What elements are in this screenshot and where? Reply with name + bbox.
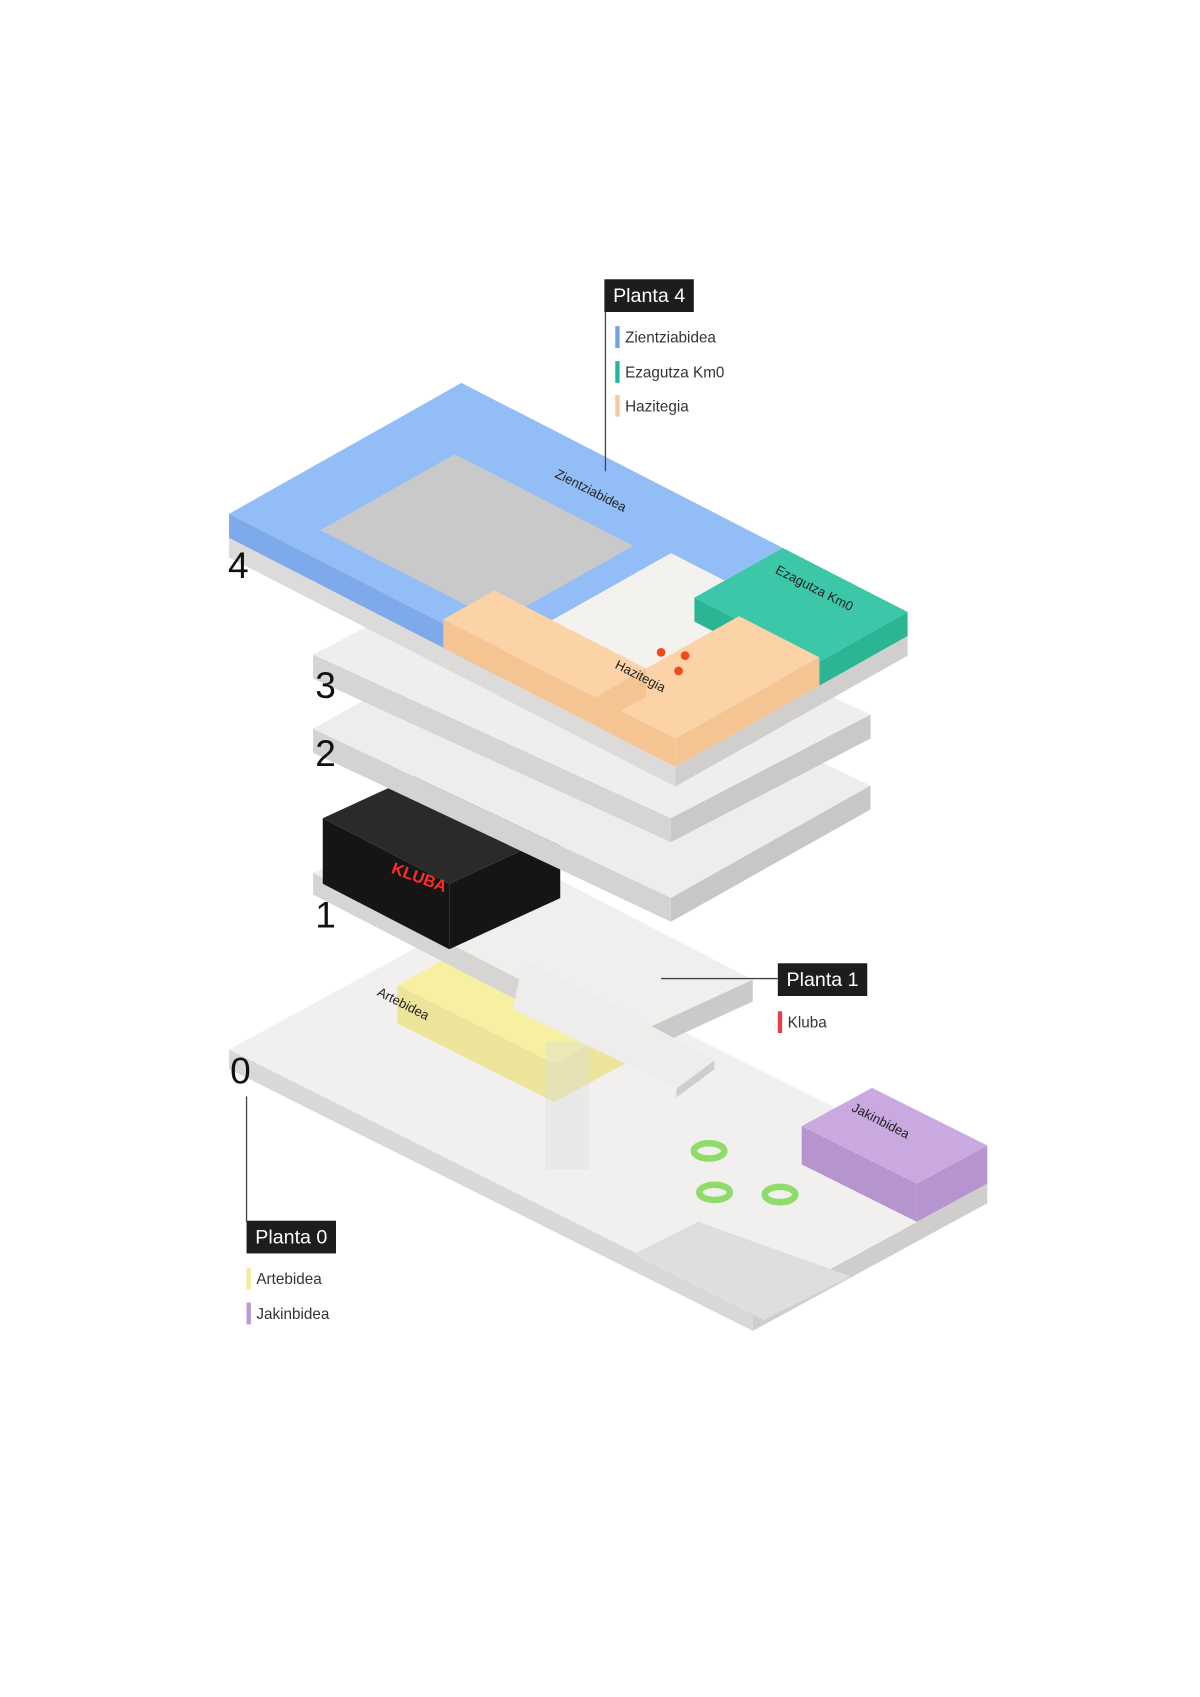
hazitegia-zone-side (594, 668, 647, 726)
floor-number-3: 3 (315, 665, 336, 707)
jakinbidea-zone-top (801, 1087, 988, 1184)
planta-4-label: Planta 4 (604, 279, 694, 312)
ezagutza-zone-top (694, 547, 908, 662)
legend-item: Hazitegia (615, 394, 689, 417)
color-swatch (777, 1011, 783, 1034)
seat-ring (761, 1183, 799, 1206)
floor-1-bridge (512, 959, 715, 1089)
color-swatch (615, 394, 620, 417)
color-swatch (246, 1302, 251, 1325)
floor-3-front-face (313, 654, 671, 843)
floor-1 (313, 767, 753, 1098)
planta-0-label: Planta 0 (246, 1220, 337, 1254)
hazitegia-zone-arm-side (675, 657, 820, 767)
floor-3-side-face (670, 714, 871, 843)
stool (674, 666, 683, 676)
floor-2-front-face (313, 728, 671, 922)
legend-item: Zientziabidea (615, 326, 716, 348)
stool (680, 651, 690, 660)
kluba-box-side (449, 832, 561, 950)
floor-number-0: 0 (230, 1050, 251, 1092)
legend-item: Jakinbidea (246, 1302, 329, 1325)
legend-item: Ezagutza Km0 (615, 361, 724, 383)
seat-ring (695, 1181, 734, 1204)
color-swatch (615, 326, 620, 348)
color-swatch (246, 1267, 251, 1290)
ezagutza-zone-side (819, 611, 908, 686)
jakinbidea-zone-side (916, 1145, 988, 1222)
legend-item: Artebidea (246, 1267, 322, 1290)
hazitegia-zone-top (443, 590, 647, 698)
elevator-shaft (545, 1041, 590, 1170)
artebidea-zone-front (397, 985, 555, 1102)
planta-1-label: Planta 1 (777, 963, 868, 996)
floor-4-side-face (675, 635, 908, 787)
zientziabidea-front (229, 513, 497, 676)
exhibition-grid-area (320, 454, 634, 622)
floor-0-front-face (229, 1049, 753, 1331)
floor-number-1: 1 (315, 894, 336, 936)
color-swatch (615, 361, 620, 383)
kluba-box-top (322, 767, 561, 884)
floor-4-front-face (229, 537, 676, 787)
kluba-box-front (322, 818, 450, 950)
hazitegia-zone-arm-top (594, 616, 820, 739)
hazitegia-zone-front (443, 619, 595, 726)
floor-2-side-face (670, 785, 871, 922)
floor-number-2: 2 (315, 733, 336, 775)
hazitegia-zone-arm-front (594, 697, 676, 767)
stool (656, 647, 666, 657)
floor-1-bridge-edge (676, 1060, 715, 1098)
legend-item: Kluba (777, 1011, 827, 1034)
seat-ring (690, 1139, 728, 1162)
reception-area (632, 1221, 851, 1320)
jakinbidea-zone-front (801, 1126, 917, 1222)
floor-4 (229, 382, 908, 787)
floor-number-4: 4 (227, 545, 249, 587)
